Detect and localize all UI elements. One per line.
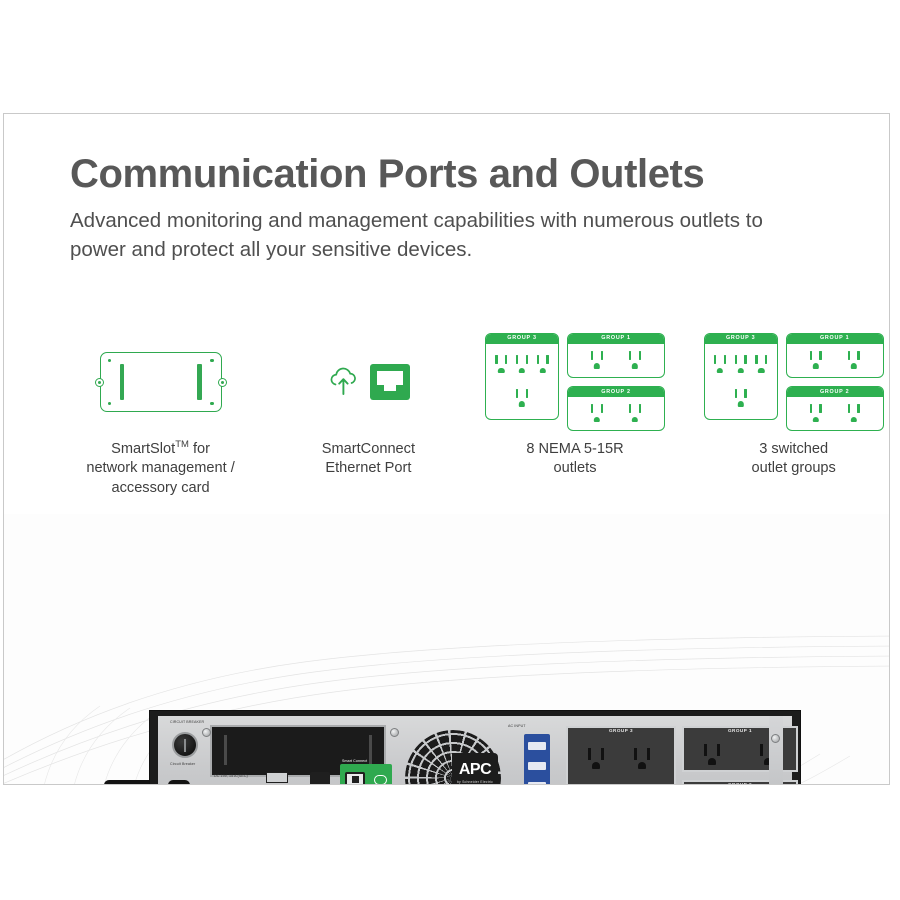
cord-grommet: [168, 780, 190, 784]
photo-outlet-block-group3: GROUP 3: [566, 726, 676, 784]
feature-switched-groups: GROUP 3 GROUP 1: [696, 332, 889, 479]
rack-mount-ear: [769, 716, 783, 784]
switched-panel-group1: GROUP 1: [785, 332, 884, 378]
outlet-panel-label: GROUP 2: [568, 387, 665, 398]
smartslot-caption-rest: for network management / accessory card: [86, 441, 235, 496]
switched-groups-caption: 3 switched outlet groups: [751, 441, 836, 477]
outlet-panel-group3: GROUP 3: [485, 332, 560, 420]
switched-panel-label: GROUP 2: [786, 387, 883, 398]
cloud-icon: [374, 775, 387, 784]
switched-panel-group3: GROUP 3: [703, 332, 778, 420]
content-card: Communication Ports and Outlets Advanced…: [3, 113, 890, 785]
switched-groups-icon: GROUP 3 GROUP 1: [703, 332, 884, 432]
ups-rear-panel: APC by Schneider Electric GROUP 3 GROUP …: [104, 710, 801, 784]
trademark-symbol: TM: [175, 439, 189, 451]
page-title: Communication Ports and Outlets: [70, 152, 705, 196]
circuit-breaker: [172, 732, 198, 758]
cloud-upload-icon: [330, 367, 356, 395]
smartslot-caption: SmartSlotTM for network management / acc…: [86, 440, 234, 498]
page-subtitle: Advanced monitoring and management capab…: [70, 209, 763, 262]
smartslot-caption-name: SmartSlot: [111, 441, 176, 457]
nema-outlets-icon: GROUP 3 GROUP 1: [485, 332, 666, 432]
photo-outlet-block-group2: GROUP 2: [682, 780, 798, 784]
nema-outlets-caption: 8 NEMA 5-15R outlets: [526, 441, 624, 477]
smartconnect-icon: [326, 336, 411, 428]
power-cord: [104, 780, 166, 784]
ethernet-port-icon: [369, 364, 410, 400]
outlet-panel-group1: GROUP 1: [567, 332, 666, 378]
feature-row: SmartSlotTM for network management / acc…: [4, 332, 889, 516]
ethernet-port: [345, 772, 365, 784]
smartconnect-caption: SmartConnect Ethernet Port: [321, 441, 416, 477]
product-photo: APC by Schneider Electric GROUP 3 GROUP …: [4, 514, 889, 784]
feature-smartslot: SmartSlotTM for network management / acc…: [52, 336, 269, 498]
usb-port: [266, 772, 288, 783]
feature-nema-outlets: GROUP 3 GROUP 1: [478, 332, 673, 479]
heading-block: Communication Ports and Outlets Advanced…: [70, 152, 850, 264]
feature-smartconnect: SmartConnect Ethernet Port: [285, 336, 452, 479]
serial-port: [310, 772, 330, 784]
switched-panel-label: GROUP 1: [786, 333, 883, 344]
terminal-block: [524, 734, 550, 784]
switched-panel-group2: GROUP 2: [785, 386, 884, 432]
outlet-panel-label: GROUP 3: [486, 333, 559, 344]
apc-logo: APC by Schneider Electric: [452, 753, 498, 784]
outlet-panel-label: GROUP 1: [568, 333, 665, 344]
switched-panel-label: GROUP 3: [704, 333, 777, 344]
outlet-panel-group2: GROUP 2: [567, 386, 666, 432]
smartslot-icon: [94, 336, 227, 428]
smartconnect-port-area: [340, 764, 392, 784]
